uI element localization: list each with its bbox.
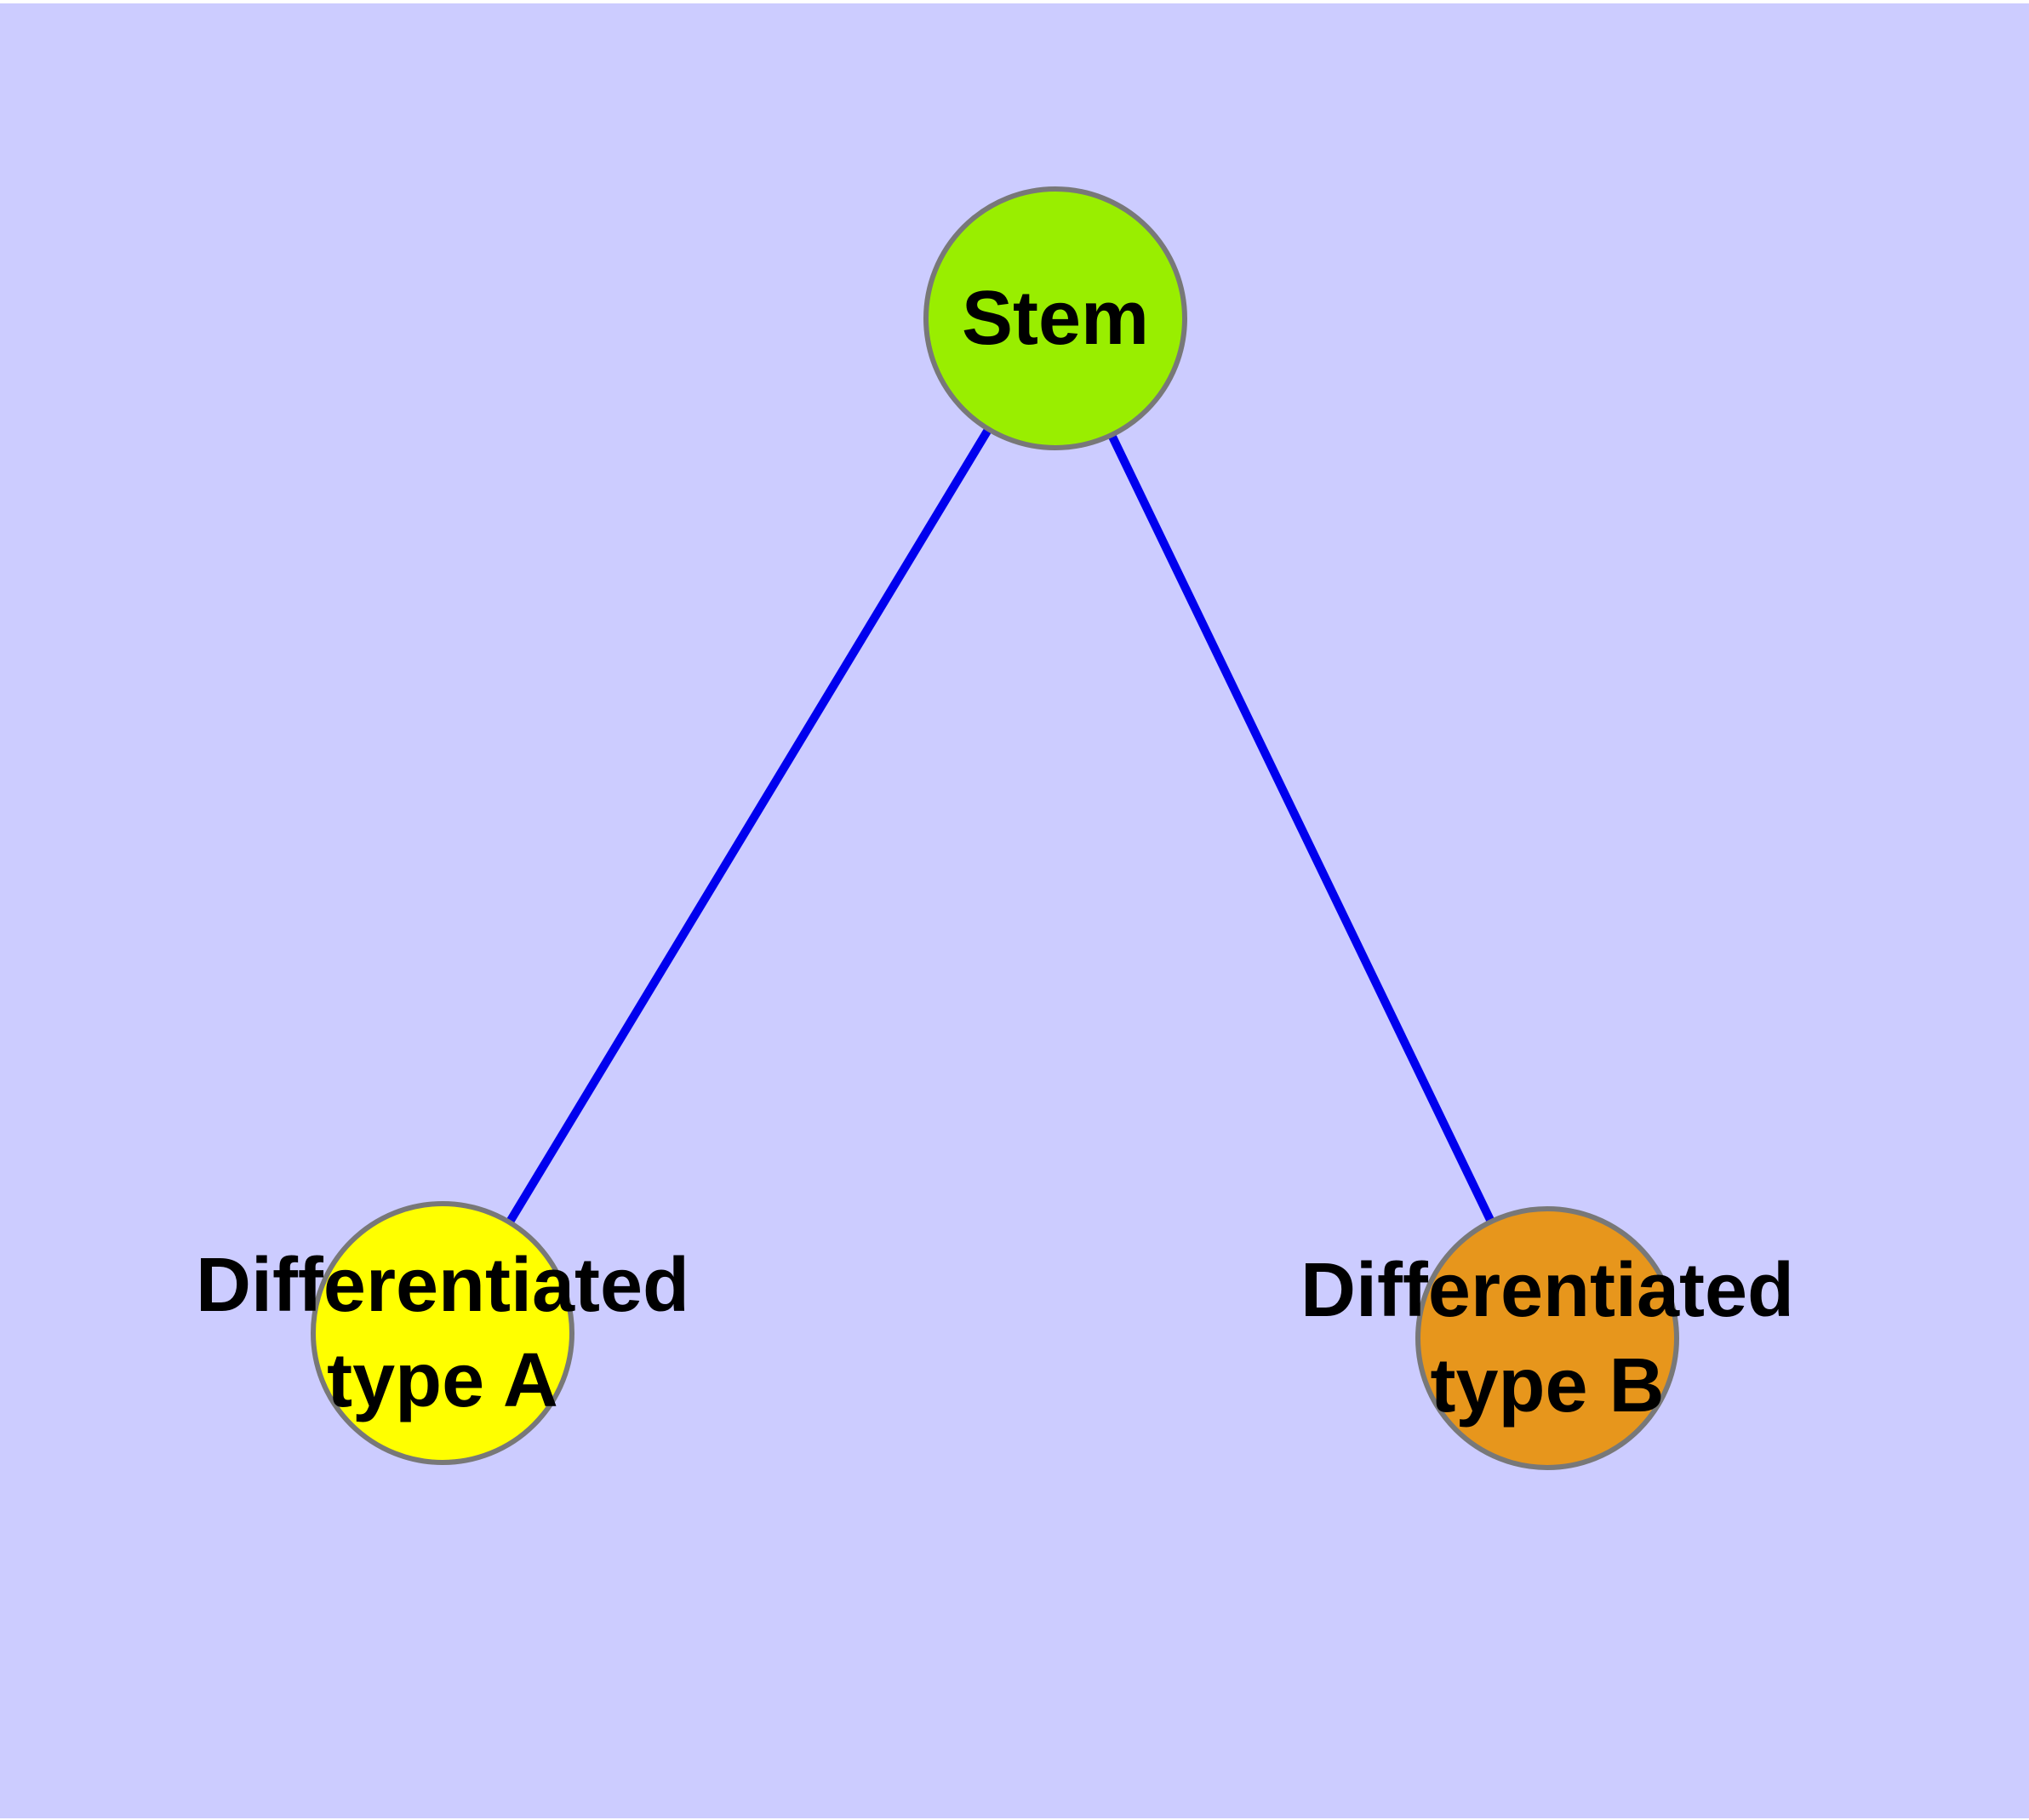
- node-stem-label-line1: Stem: [961, 276, 1150, 361]
- node-type-b-label: Differentiated type B: [1164, 1243, 1930, 1434]
- node-differentiated-type-b: [1415, 1206, 1679, 1470]
- node-type-a-label: Differentiated type A: [60, 1238, 826, 1428]
- node-type-a-label-line2: type A: [327, 1338, 558, 1423]
- node-differentiated-type-a: [311, 1201, 574, 1465]
- edge-stem-to-type-a: [438, 316, 1060, 1336]
- node-stem-label: Stem: [715, 271, 1396, 366]
- edge-stem-to-type-b: [1051, 316, 1552, 1341]
- node-type-b-label-line2: type B: [1430, 1343, 1665, 1428]
- node-type-a-label-line1: Differentiated: [195, 1243, 690, 1328]
- node-type-b-label-line1: Differentiated: [1300, 1248, 1795, 1333]
- node-stem: [923, 186, 1187, 450]
